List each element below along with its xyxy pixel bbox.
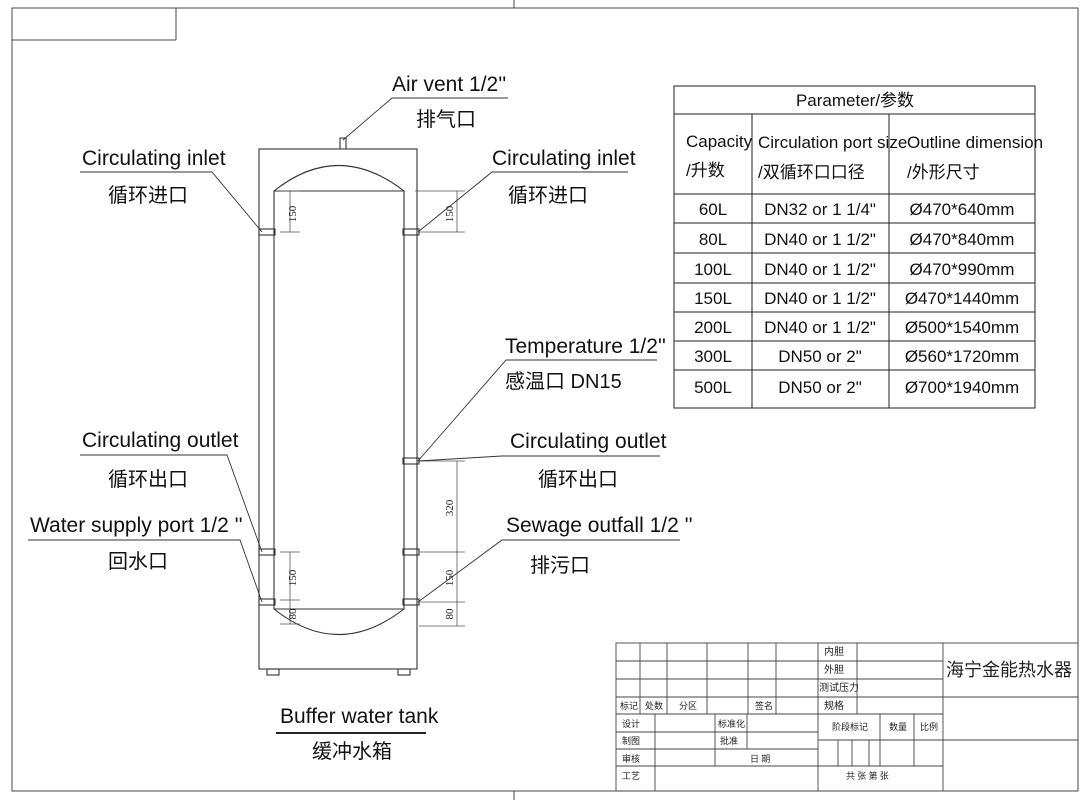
- dim-top-right: 150: [444, 205, 456, 222]
- label-outlet-left: Circulating outlet: [82, 429, 239, 452]
- param-header-port-cn: /双循环口口径: [758, 163, 865, 182]
- tb-test-pressure: 测试压力: [819, 681, 859, 694]
- callouts: Air vent 1/2'' 排气口 Circulating inlet 循环进…: [30, 73, 693, 763]
- param-cell: 80L: [699, 230, 727, 249]
- param-table-title: Parameter/参数: [796, 91, 914, 110]
- tb-mark: 标记: [620, 700, 638, 711]
- label-outlet-right-cn: 循环出口: [538, 468, 618, 491]
- label-inlet-right: Circulating inlet: [492, 147, 636, 170]
- param-cell: Ø470*1440mm: [905, 289, 1019, 308]
- tank-casing: [258, 148, 418, 670]
- tb-sign: 签名: [755, 700, 773, 711]
- tb-stage-mark: 阶段标记: [832, 721, 868, 732]
- tb-process: 工艺: [622, 771, 640, 781]
- label-air-vent-cn: 排气口: [416, 108, 476, 131]
- param-header-capacity: Capacity: [686, 132, 753, 151]
- dimension-labels: 150 150 320 150 150 80 80: [287, 205, 456, 619]
- label-outlet-right: Circulating outlet: [510, 430, 667, 453]
- param-cell: Ø470*840mm: [910, 230, 1015, 249]
- param-cell: DN40 or 1 1/2": [764, 289, 876, 308]
- param-header-capacity-cn: /升数: [686, 161, 725, 180]
- param-cell: DN40 or 1 1/2": [764, 318, 876, 337]
- dim-foot-left: 80: [287, 608, 299, 620]
- tb-standardize: 标准化: [718, 718, 745, 729]
- dimension-lines: [280, 190, 465, 627]
- param-rows: 60L DN32 or 1 1/4" Ø470*640mm 80L DN40 o…: [694, 200, 1019, 397]
- tb-sheets: 共 张 第 张: [846, 770, 889, 781]
- param-cell: Ø560*1720mm: [905, 347, 1019, 366]
- caption-title: Buffer water tank: [280, 705, 439, 728]
- tank-drawing: [258, 137, 418, 676]
- param-header-outline: Outline dimension: [907, 133, 1043, 152]
- title-block: 海宁金能热水器 内胆 外胆 测试压力 规格 标记 处数 分区 签名 设计 标准化…: [615, 642, 1079, 792]
- tb-zone: 分区: [679, 701, 697, 711]
- tank-foot-right: [397, 668, 411, 676]
- leader-lines: [28, 97, 680, 603]
- label-water-supply: Water supply port 1/2 '': [30, 514, 243, 537]
- tb-date: 日 期: [750, 754, 770, 764]
- tank-foot-left: [266, 668, 280, 676]
- sheet-border: [11, 0, 1079, 800]
- label-temperature-cn: 感温口 DN15: [505, 370, 622, 393]
- label-inlet-left-cn: 循环进口: [108, 184, 188, 207]
- dim-right-upper: 320: [444, 499, 456, 516]
- param-cell: 150L: [694, 289, 732, 308]
- param-cell: 60L: [699, 200, 727, 219]
- label-air-vent: Air vent 1/2'': [392, 73, 506, 96]
- param-cell: DN40 or 1 1/2": [764, 260, 876, 279]
- dim-bottom-left: 150: [287, 569, 299, 586]
- parameter-table: Parameter/参数 Capacity /升数 Circulation po…: [673, 85, 1043, 409]
- param-cell: 200L: [694, 318, 732, 337]
- param-cell: DN50 or 2": [778, 347, 862, 366]
- param-cell: Ø500*1540mm: [905, 318, 1019, 337]
- param-cell: Ø700*1940mm: [905, 378, 1019, 397]
- label-temperature: Temperature 1/2'': [505, 335, 666, 358]
- param-header-outline-cn: /外形尺寸: [907, 163, 980, 182]
- tb-count: 处数: [645, 700, 663, 711]
- air-vent-pipe: [339, 137, 347, 149]
- port-stubs: [258, 228, 420, 606]
- param-cell: 100L: [694, 260, 732, 279]
- label-outlet-left-cn: 循环出口: [108, 468, 188, 491]
- tb-spec: 规格: [824, 699, 844, 712]
- param-cell: 300L: [694, 347, 732, 366]
- tb-scale: 比例: [920, 721, 938, 732]
- label-sewage-cn: 排污口: [530, 554, 590, 577]
- tb-design: 设计: [622, 718, 640, 729]
- label-sewage: Sewage outfall 1/2 '': [506, 514, 693, 537]
- dim-bottom-right: 150: [444, 569, 456, 586]
- dim-top-left: 150: [287, 205, 299, 222]
- param-cell: DN40 or 1 1/2": [764, 230, 876, 249]
- param-cell: DN32 or 1 1/4": [764, 200, 876, 219]
- tb-outer-liner: 外胆: [824, 664, 844, 676]
- tb-draw: 制图: [622, 735, 640, 746]
- tank-vessel: [273, 165, 405, 635]
- company-name: 海宁金能热水器: [946, 660, 1072, 680]
- param-header-port: Circulation port size: [758, 133, 907, 152]
- tb-inner-liner: 内胆: [824, 645, 844, 658]
- param-cell: Ø470*990mm: [910, 260, 1015, 279]
- label-inlet-right-cn: 循环进口: [508, 184, 588, 207]
- param-cell: Ø470*640mm: [910, 200, 1015, 219]
- tb-quantity: 数量: [889, 721, 907, 732]
- dim-foot-right: 80: [444, 608, 456, 620]
- caption-title-cn: 缓冲水箱: [312, 740, 392, 763]
- label-water-supply-cn: 回水口: [108, 550, 168, 573]
- tb-review: 审核: [622, 753, 640, 764]
- param-cell: DN50 or 2": [778, 378, 862, 397]
- param-cell: 500L: [694, 378, 732, 397]
- tb-approve: 批准: [720, 735, 738, 746]
- label-inlet-left: Circulating inlet: [82, 147, 226, 170]
